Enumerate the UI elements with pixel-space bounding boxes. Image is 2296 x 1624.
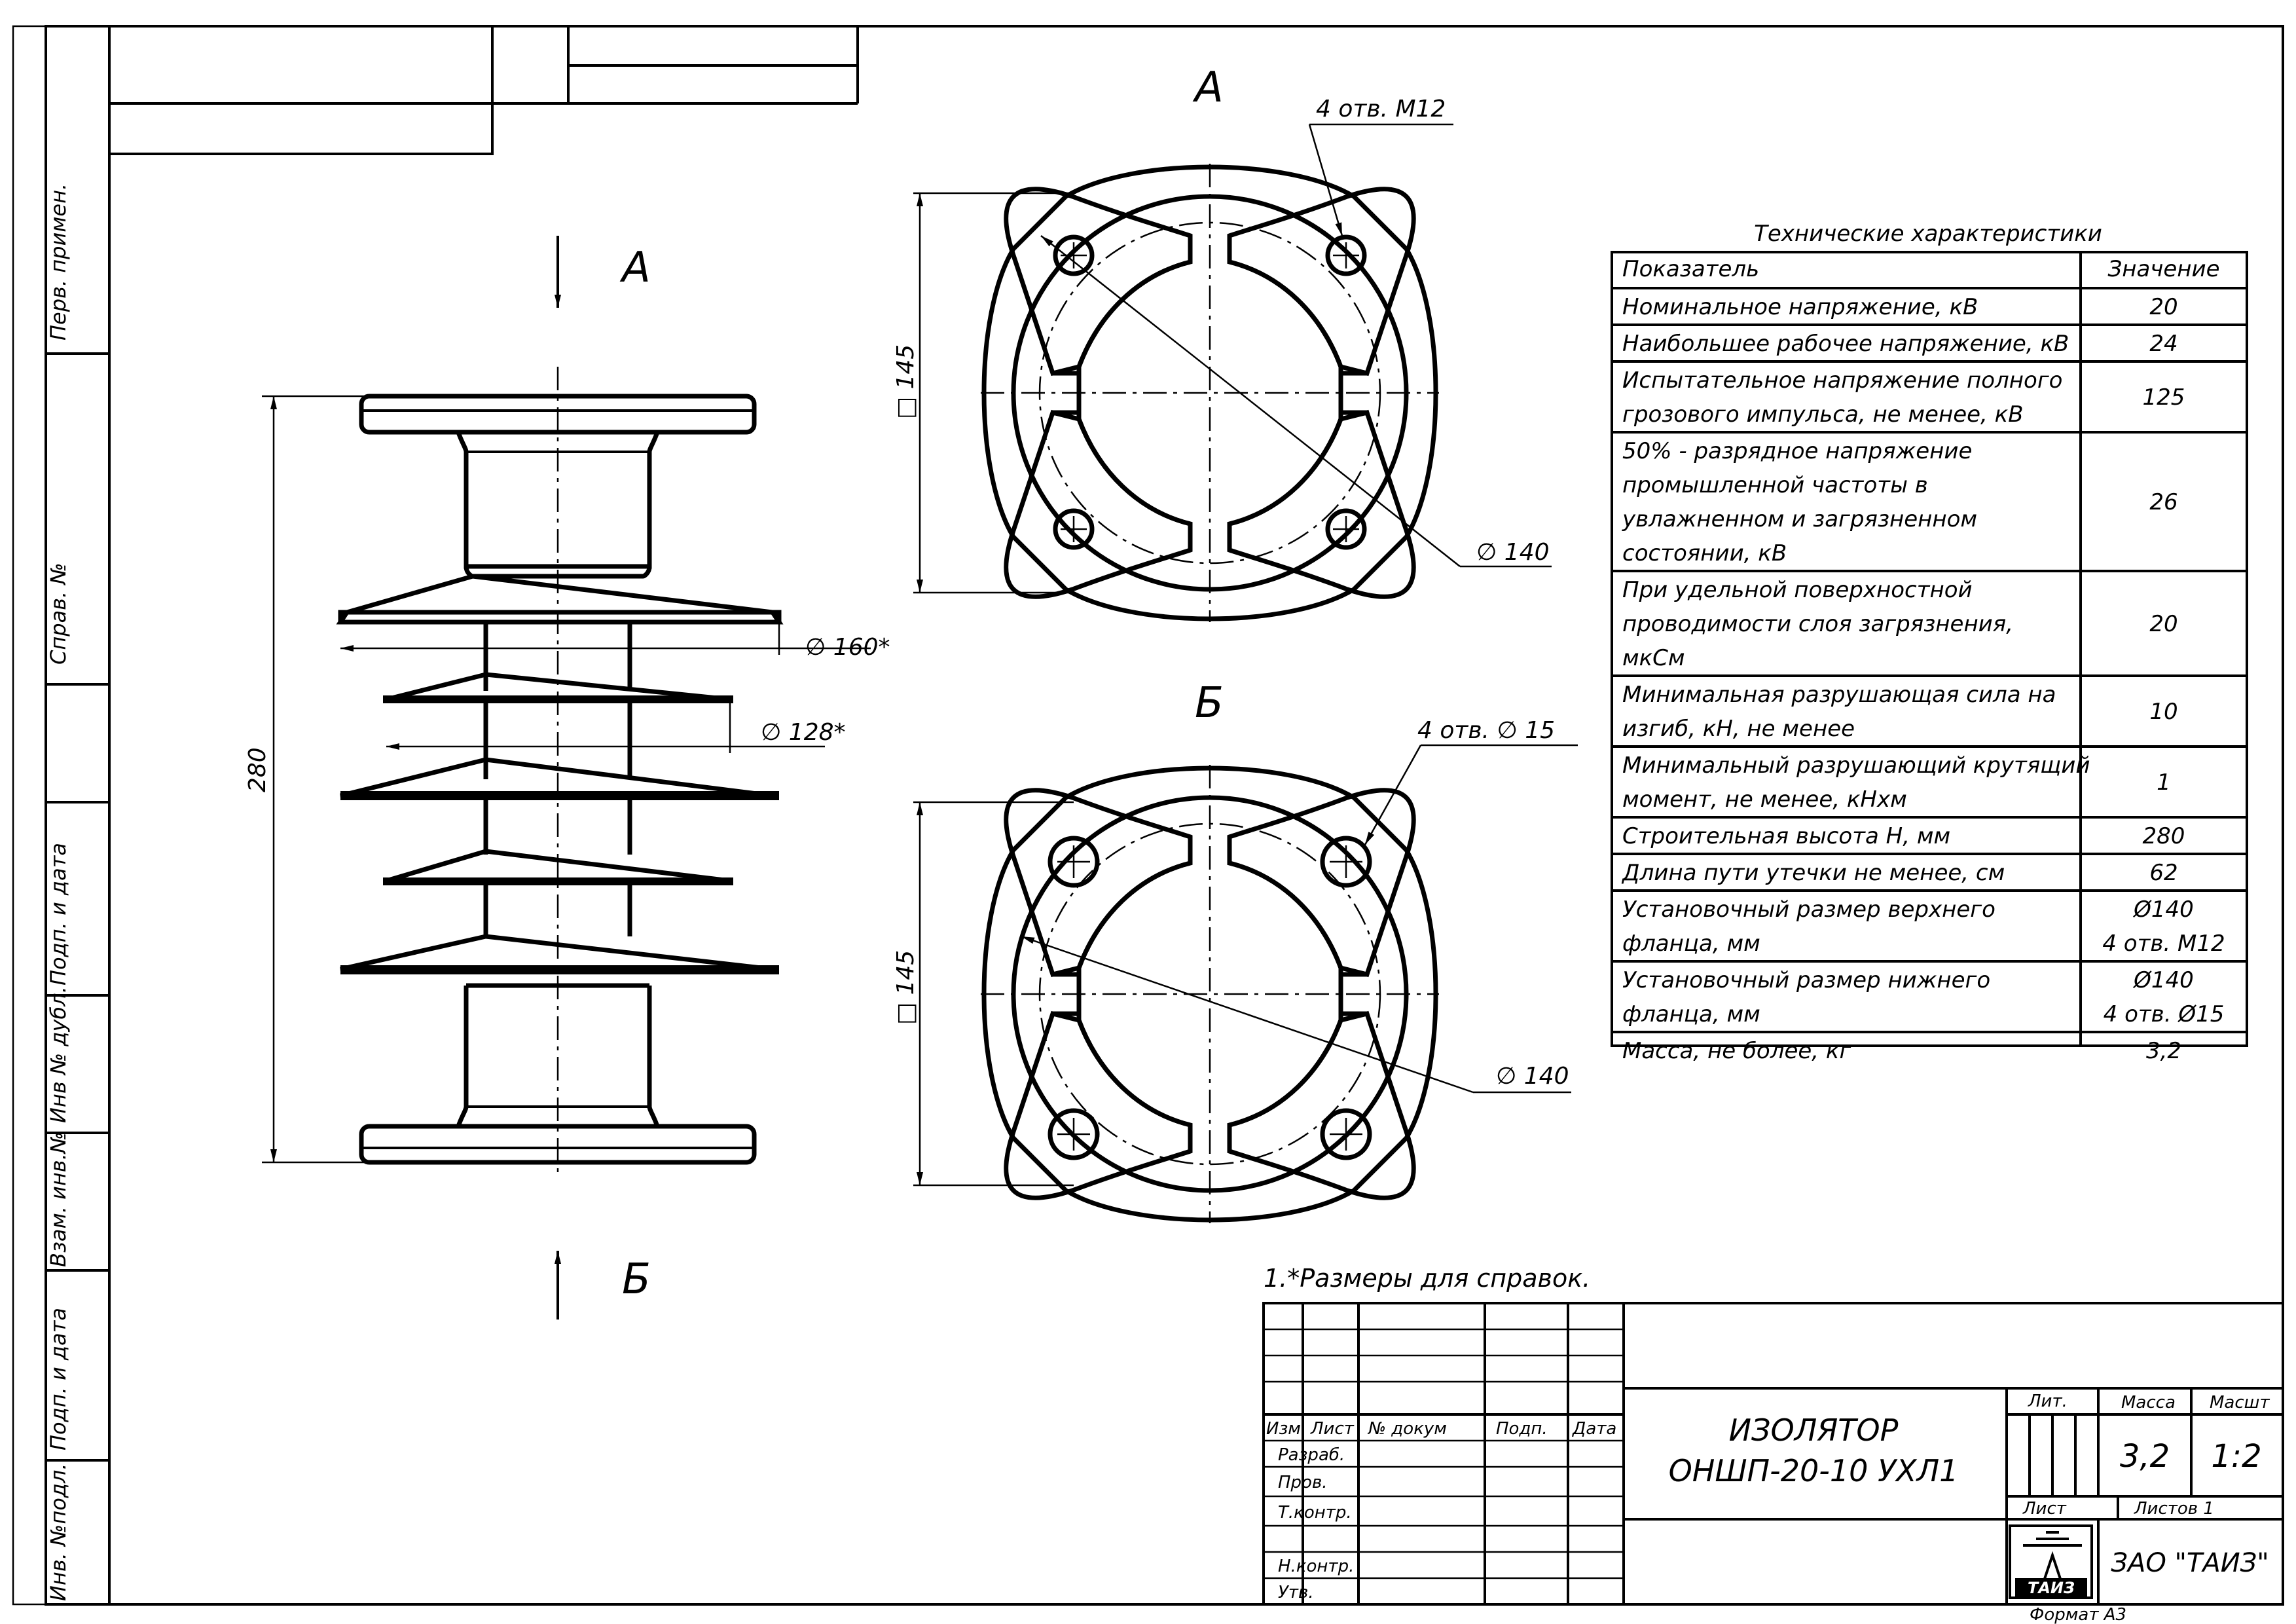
tb-name-line1: ИЗОЛЯТОР xyxy=(1729,1412,1899,1448)
taiz-logo xyxy=(2009,1524,2093,1599)
spec-value-text: 24 xyxy=(2149,331,2178,357)
spec-param-text: мкСм xyxy=(1622,645,1685,671)
spec-param-text: Масса, не более, кг xyxy=(1622,1038,1851,1064)
dim-holes-a: 4 отв. М12 xyxy=(1316,96,1446,122)
insulator-side-view xyxy=(262,236,871,1320)
view-b-title: Б xyxy=(1195,679,1224,728)
view-a-title: А xyxy=(1192,64,1224,112)
spec-value-text: 26 xyxy=(2149,489,2178,515)
spec-param-text: увлажненном и загрязненном xyxy=(1622,506,1977,532)
specs-header-param: Показатель xyxy=(1622,256,1759,282)
spec-param-text: Минимальная разрушающая сила на xyxy=(1622,682,2056,708)
tb-sheet: Лист xyxy=(2022,1499,2067,1519)
tb-massa: Масса xyxy=(2121,1393,2176,1412)
spec-value-text: 20 xyxy=(2149,611,2178,637)
dim-dia-128: ∅ 128* xyxy=(761,719,846,746)
spec-param-text: момент, не менее, кНхм xyxy=(1622,786,1907,813)
tb-masshtab: Масшт xyxy=(2210,1393,2270,1412)
specs-table-lines xyxy=(1611,251,2248,1047)
spec-value-text: Ø140 xyxy=(2132,896,2194,923)
spec-param-text: Строительная высота Н, мм xyxy=(1622,823,1950,849)
note-text: 1.*Размеры для справок. xyxy=(1264,1264,1590,1293)
arrow-b-label: Б xyxy=(622,1255,651,1304)
tb-sheets: Листов 1 xyxy=(2134,1499,2214,1519)
spec-param-text: Минимальный разрушающий крутящий xyxy=(1622,752,2090,779)
spec-param-text: Наибольшее рабочее напряжение, кВ xyxy=(1622,331,2069,357)
dim-height: 280 xyxy=(244,747,271,792)
spec-param-text: промышленной частоты в xyxy=(1622,472,1928,498)
tb-logo-text: ТАИЗ xyxy=(2028,1579,2075,1597)
spec-param-text: изгиб, кН, не менее xyxy=(1622,716,1855,742)
side-label-sprav-no: Справ. № xyxy=(46,563,71,665)
side-label-perv-primen: Перв. примен. xyxy=(46,183,71,341)
tb-format: Формат А3 xyxy=(2030,1605,2126,1624)
spec-value-text: 62 xyxy=(2149,860,2178,886)
spec-param-text: 50% - разрядное напряжение xyxy=(1622,438,1972,464)
view-a xyxy=(913,123,1552,622)
tb-scale-value: 1:2 xyxy=(2211,1438,2261,1475)
tb-list: Лист xyxy=(1310,1419,1355,1439)
side-stamp-boxes xyxy=(46,352,109,1462)
tb-izm: Изм. xyxy=(1266,1419,1306,1439)
side-label-podp-data-2: Подп. и дата xyxy=(46,1308,71,1450)
spec-param-text: При удельной поверхностной xyxy=(1622,577,1973,603)
tb-lit: Лит. xyxy=(2028,1392,2068,1411)
side-label-vzam-inv: Взам. инв.№ xyxy=(46,1132,71,1267)
tb-prov: Пров. xyxy=(1278,1473,1328,1492)
specs-header-value: Значение xyxy=(2107,256,2219,282)
side-label-podp-data-1: Подп. и дата xyxy=(46,843,71,986)
dim-square-a: □ 145 xyxy=(892,344,919,419)
tb-mass-value: 3,2 xyxy=(2120,1438,2170,1475)
tb-nkontr: Н.контр. xyxy=(1278,1557,1354,1576)
drawing-border xyxy=(45,25,2284,1606)
dim-pcd-b: ∅ 140 xyxy=(1496,1063,1569,1090)
tb-utv: Утв. xyxy=(1278,1583,1314,1602)
spec-value-text: 20 xyxy=(2149,294,2178,320)
spec-value-text: 4 отв. М12 xyxy=(2102,931,2225,957)
arrow-a-label: А xyxy=(619,244,651,292)
top-left-stamp xyxy=(108,25,859,155)
tb-tkontr: Т.контр. xyxy=(1278,1503,1352,1522)
spec-param-text: фланца, мм xyxy=(1622,1001,1760,1027)
title-block-lines xyxy=(1262,1302,2284,1606)
spec-param-text: состоянии, кВ xyxy=(1622,540,1787,566)
tb-doc-no: № докум xyxy=(1367,1419,1447,1439)
spec-value-text: Ø140 xyxy=(2132,967,2194,993)
dim-pcd-a: ∅ 140 xyxy=(1476,539,1550,566)
side-label-inv-podl: Инв. №подл. xyxy=(46,1463,71,1601)
spec-value-text: 4 отв. Ø15 xyxy=(2104,1001,2225,1027)
dim-dia-160: ∅ 160* xyxy=(805,634,890,661)
spec-param-text: грозового импульса, не менее, кВ xyxy=(1622,401,2024,428)
spec-param-text: Длина пути утечки не менее, см xyxy=(1621,860,2005,886)
spec-value-text: 10 xyxy=(2149,699,2178,725)
tb-company: ЗАО "ТАИЗ" xyxy=(2111,1548,2269,1578)
tb-podp: Подп. xyxy=(1496,1419,1548,1439)
spec-value-text: 125 xyxy=(2143,384,2185,411)
specs-title: Технические характеристики xyxy=(1754,221,2102,247)
spec-param-text: Номинальное напряжение, кВ xyxy=(1622,294,1978,320)
spec-param-text: проводимости слоя загрязнения, xyxy=(1622,611,2013,637)
tb-razrab: Разраб. xyxy=(1278,1445,1345,1465)
spec-value-text: 280 xyxy=(2143,823,2185,849)
tb-data: Дата xyxy=(1572,1419,1616,1439)
spec-value-text: 1 xyxy=(2157,769,2171,796)
spec-param-text: фланца, мм xyxy=(1622,931,1760,957)
spec-value-text: 3,2 xyxy=(2146,1038,2181,1064)
dim-square-b: □ 145 xyxy=(892,950,919,1025)
spec-param-text: Установочный размер нижнего xyxy=(1622,967,1990,993)
spec-param-text: Испытательное напряжение полного xyxy=(1622,367,2062,394)
spec-param-text: Установочный размер верхнего xyxy=(1622,896,1995,923)
view-b xyxy=(913,744,1578,1223)
dim-holes-b: 4 отв. ∅ 15 xyxy=(1417,717,1555,744)
side-label-inv-dubl: Инв № дубл. xyxy=(46,986,71,1123)
tb-name-line2: ОНШП-20-10 УХЛ1 xyxy=(1669,1453,1959,1488)
